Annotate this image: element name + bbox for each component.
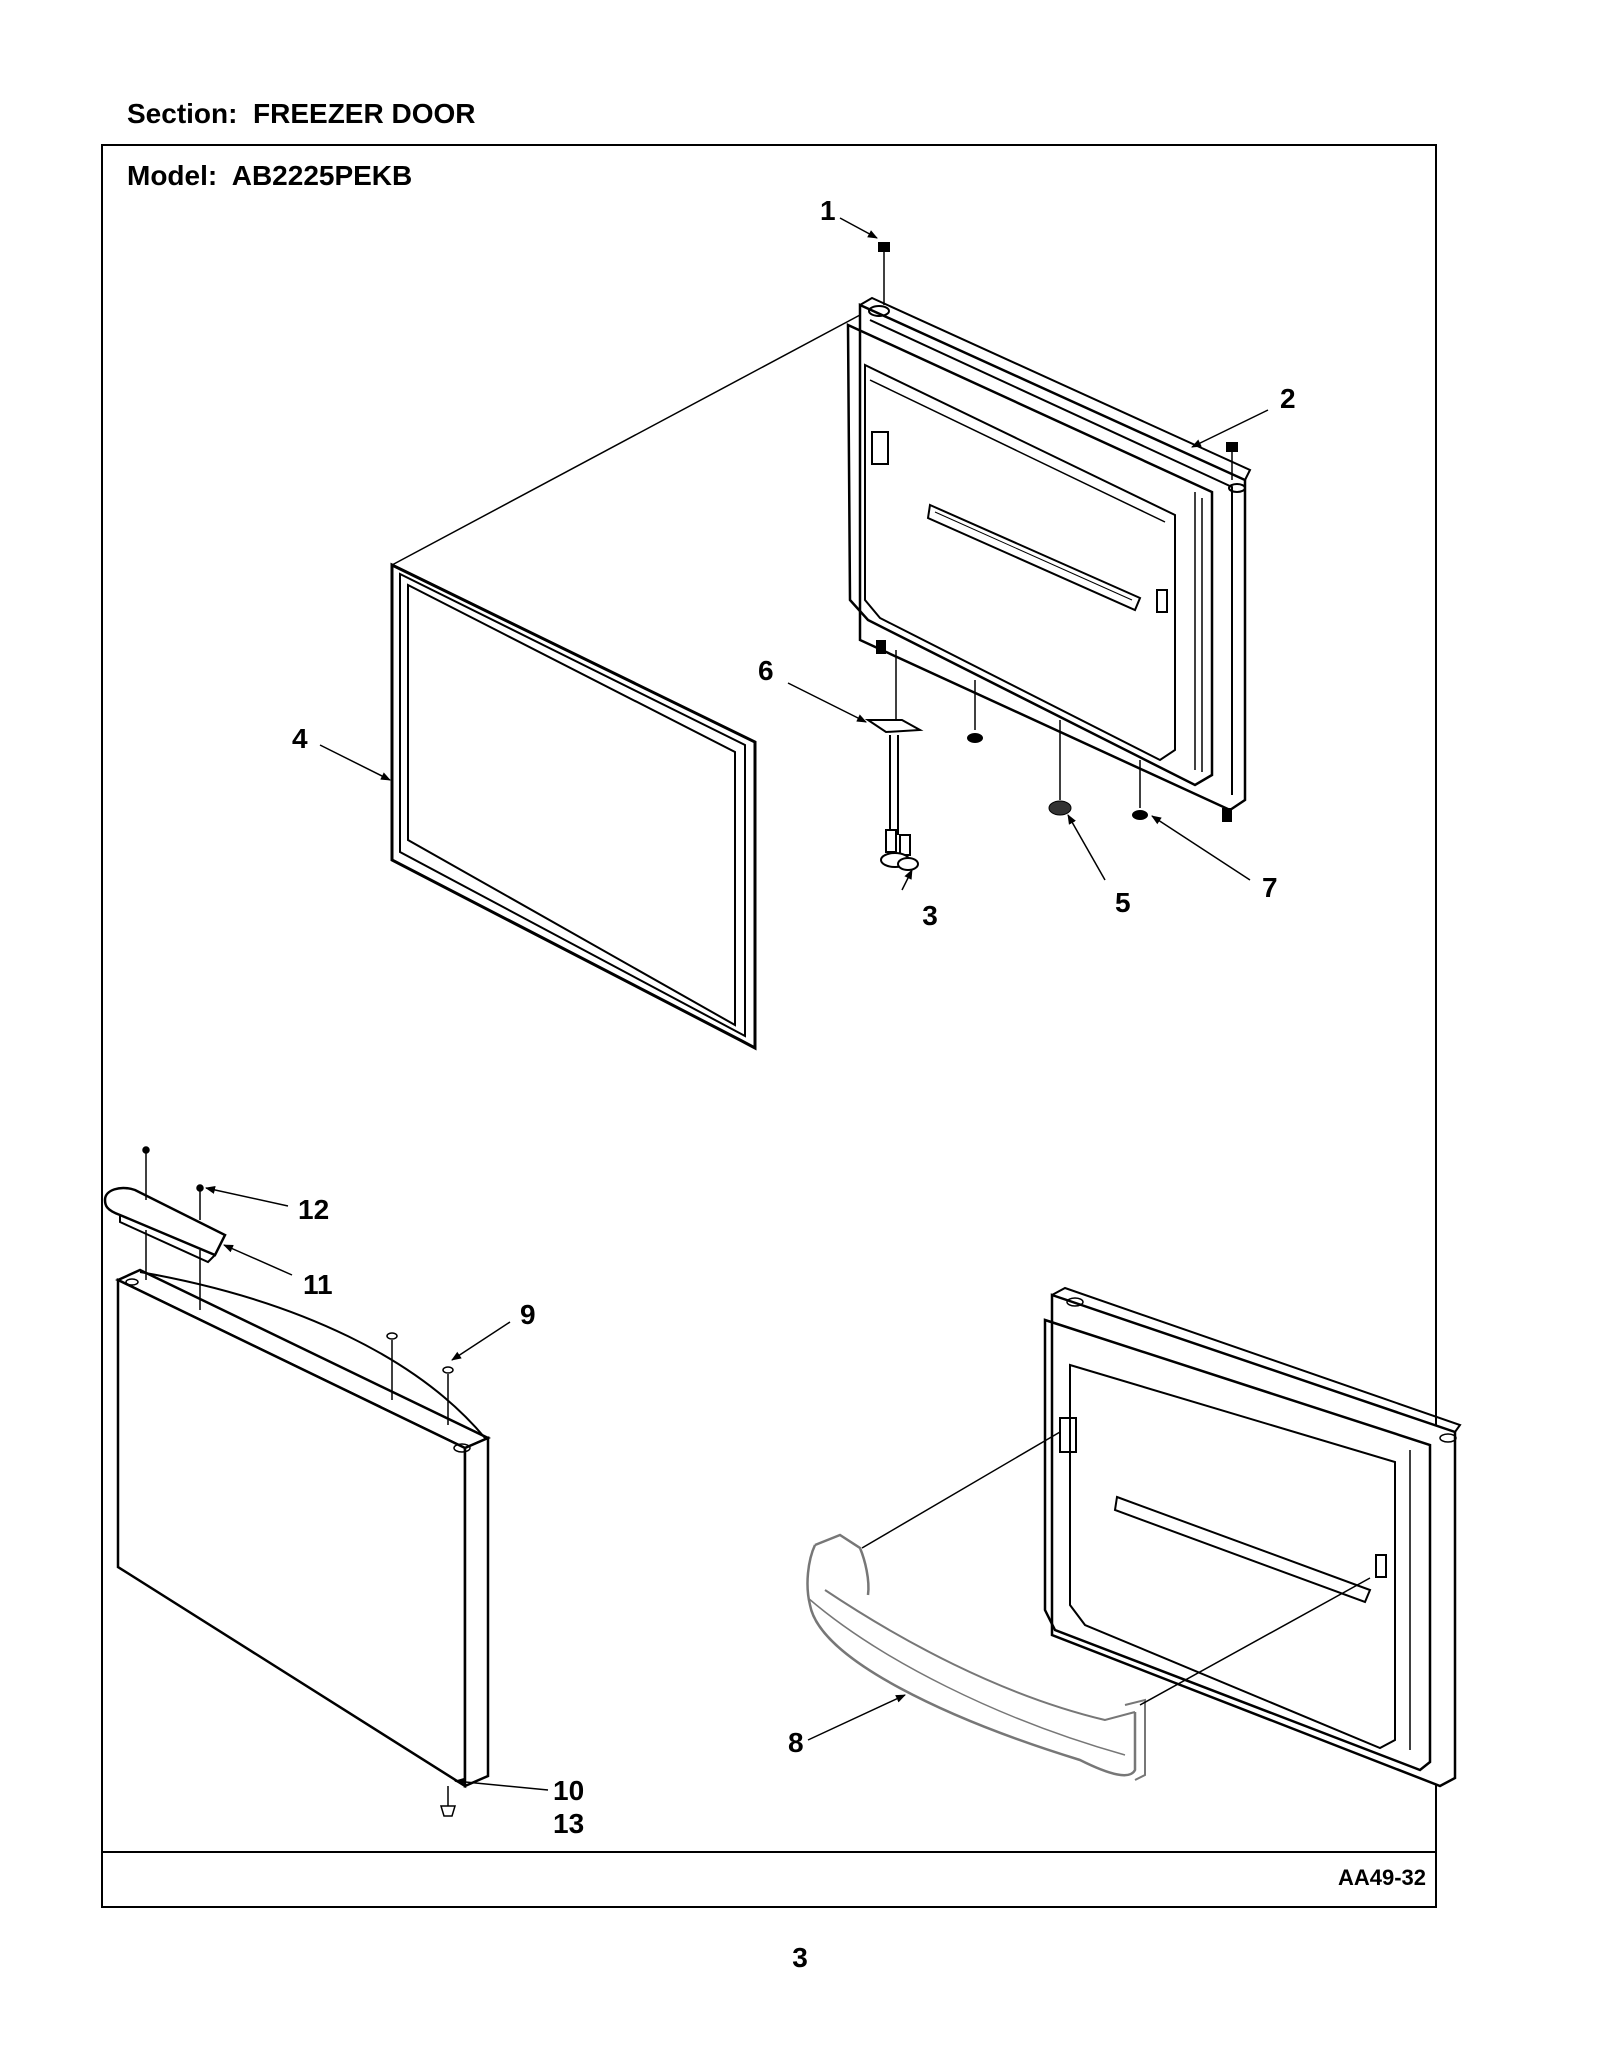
- diagram-frame: [101, 144, 1437, 1908]
- callout-3: 3: [922, 900, 938, 931]
- callout-7: 7: [1262, 872, 1278, 903]
- washer-part: [967, 680, 1148, 820]
- hinge-bracket-part: [864, 650, 924, 835]
- callout-4: 4: [292, 723, 308, 754]
- callout-leaders: [205, 217, 1269, 1791]
- screw-part-1: [878, 242, 890, 305]
- page-number: 3: [792, 1942, 808, 1973]
- door-gasket-part: [390, 562, 757, 1051]
- outer-door-panel: [115, 1268, 491, 1789]
- model-label: Model: AB2225PEKB: [127, 160, 413, 191]
- plug-part: [386, 1332, 454, 1425]
- callout-9: 9: [520, 1299, 536, 1330]
- callout-1: 1: [820, 195, 836, 226]
- bottom-screw-part: [439, 1786, 457, 1817]
- footer-divider: [101, 1851, 1437, 1853]
- section-title: Section: FREEZER DOOR: [127, 98, 476, 129]
- door-liner-part: [846, 296, 1252, 812]
- callout-8: 8: [788, 1727, 804, 1758]
- callout-5: 5: [1115, 887, 1131, 918]
- callout-6: 6: [758, 655, 774, 686]
- assembled-door-liner: [1043, 1286, 1462, 1788]
- callout-numbers: 1 2 3 4 5 6 7 8 9 10 11 12 13: [292, 195, 1296, 1839]
- screw-part-2: [1226, 442, 1238, 480]
- handle-cap-part: [103, 1186, 227, 1264]
- callout-10: 10: [553, 1775, 584, 1806]
- reference-code: AA49-32: [1337, 1865, 1426, 1890]
- door-bin-part: [806, 1533, 1146, 1781]
- callout-11: 11: [303, 1269, 333, 1300]
- callout-13: 13: [553, 1808, 584, 1839]
- handle-screw-part: [142, 1146, 204, 1310]
- callout-2: 2: [1280, 383, 1296, 414]
- hinge-pin-part: [880, 829, 919, 871]
- callout-12: 12: [298, 1194, 329, 1225]
